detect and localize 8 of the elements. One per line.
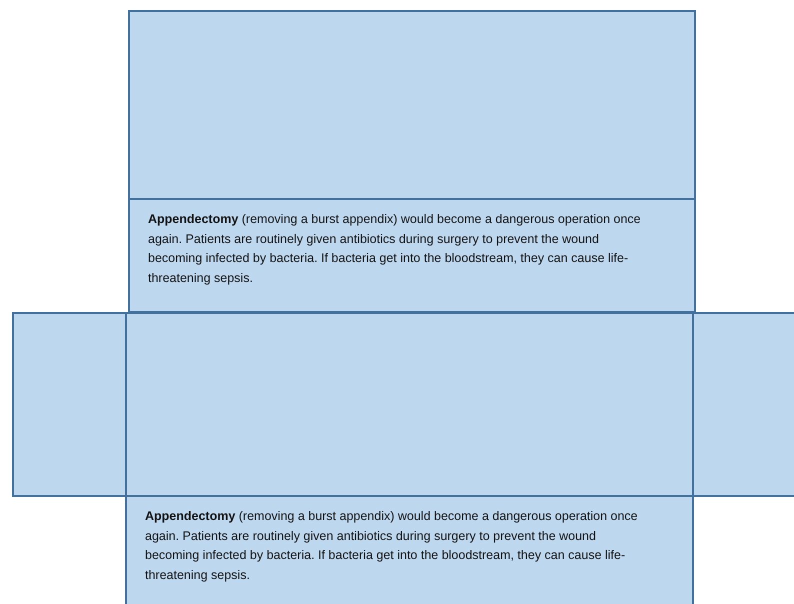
panel-text: Appendectomy (removing a burst appendix) would become a dangerous operation once again. Patients are routinely given antibiotics during surgery to prevent the wound becoming infected by bacteria. If bacteria get into the bloodstream, they can cause life-threatening sepsis. xyxy=(148,211,642,287)
net-panel xyxy=(692,312,794,497)
net-panel xyxy=(125,312,694,497)
text-panel xyxy=(125,495,694,604)
panel-text: Appendectomy (removing a burst appendix) would become a dangerous operation once again. Patients are routinely given antibiotics during surgery to prevent the wound becoming infected by bacteria. If bacteria get into the bloodstream, they can cause life-threatening sepsis. xyxy=(145,508,639,584)
text-panel xyxy=(128,198,696,313)
net-panel xyxy=(128,10,696,200)
net-panel xyxy=(12,312,127,497)
